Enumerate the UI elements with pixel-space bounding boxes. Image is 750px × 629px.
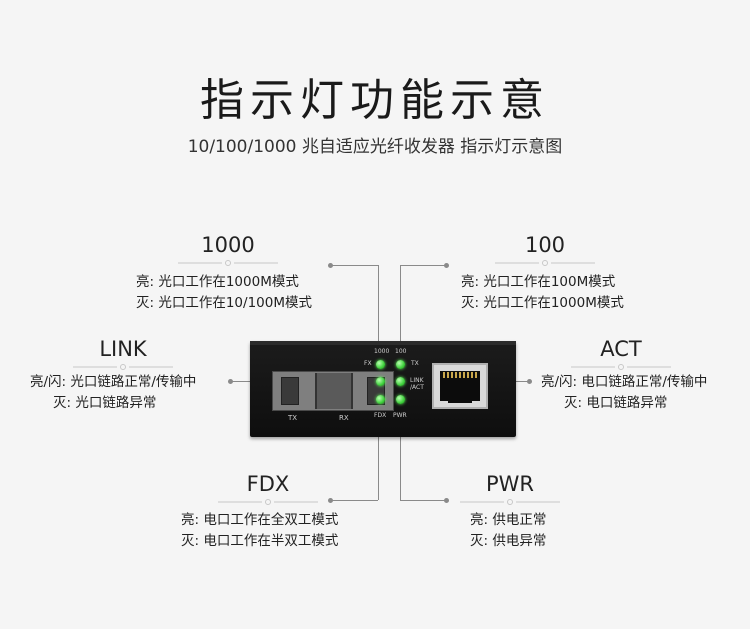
rj45-latch	[448, 393, 472, 403]
desc-1000-on: 亮: 光口工作在1000M模式	[136, 274, 299, 290]
label-act: ACT	[600, 337, 642, 361]
port-rx-label: RX	[339, 414, 349, 422]
fiber-port-core	[315, 373, 353, 409]
desc-100: 亮: 光口工作在100M模式 灭: 光口工作在1000M模式	[461, 272, 624, 314]
media-converter-device: TX RX 1000 100 FX TX LINK /ACT FDX PWR	[250, 341, 516, 437]
page-title: 指示灯功能示意	[200, 75, 550, 126]
led-label-tx: TX	[411, 360, 419, 367]
leader-1000-dot	[328, 263, 333, 268]
leader-pwr-dot	[444, 498, 449, 503]
leader-fdx-v	[378, 425, 379, 500]
leader-fdx-dot	[328, 498, 333, 503]
led-label-pwr: PWR	[393, 412, 407, 419]
label-fdx: FDX	[246, 472, 290, 496]
led-1000-light	[376, 360, 385, 369]
desc-pwr-off: 灭: 供电异常	[470, 533, 547, 549]
desc-link-on: 亮/闪: 光口链路正常/传输中	[30, 374, 197, 390]
device-top-edge	[250, 341, 516, 345]
desc-fdx-on: 亮: 电口工作在全双工模式	[181, 512, 339, 528]
led-pwr-light	[396, 395, 405, 404]
leader-act-dot	[527, 379, 532, 384]
leader-link-dot	[228, 379, 233, 384]
led-100-light	[396, 360, 405, 369]
desc-1000-off: 灭: 光口工作在10/100M模式	[136, 295, 312, 311]
label-underline-act	[571, 362, 671, 372]
desc-link-off: 灭: 光口链路异常	[53, 395, 157, 411]
led-act-light	[396, 377, 405, 386]
leader-1000-v	[378, 265, 379, 355]
desc-act: 亮/闪: 电口链路正常/传输中 灭: 电口链路异常	[541, 372, 707, 414]
label-pwr: PWR	[485, 472, 535, 496]
leader-100-v	[400, 265, 401, 355]
leader-fdx-h	[330, 500, 378, 501]
led-label-fx: FX	[364, 360, 372, 367]
desc-fdx: 亮: 电口工作在全双工模式 灭: 电口工作在半双工模式	[181, 510, 338, 552]
led-label-act: /ACT	[410, 384, 424, 391]
sc-fiber-port	[272, 371, 394, 411]
label-underline-100	[495, 258, 595, 268]
leader-pwr-v	[400, 425, 401, 500]
label-underline-pwr	[460, 497, 560, 507]
leader-100-h	[400, 265, 446, 266]
led-label-100: 100	[395, 348, 407, 355]
leader-1000-h	[330, 265, 378, 266]
led-link-light	[376, 377, 385, 386]
desc-fdx-off: 灭: 电口工作在半双工模式	[181, 533, 339, 549]
desc-100-off: 灭: 光口工作在1000M模式	[461, 295, 624, 311]
desc-pwr-on: 亮: 供电正常	[470, 512, 547, 528]
desc-act-off: 灭: 电口链路异常	[564, 395, 668, 411]
led-fdx-light	[376, 395, 385, 404]
label-1000: 1000	[201, 233, 255, 257]
desc-1000: 亮: 光口工作在1000M模式 灭: 光口工作在10/100M模式	[136, 272, 312, 314]
fiber-port-left	[281, 377, 299, 405]
desc-pwr: 亮: 供电正常 灭: 供电异常	[470, 510, 546, 552]
label-underline-link	[73, 362, 173, 372]
port-tx-label: TX	[288, 414, 298, 422]
desc-100-on: 亮: 光口工作在100M模式	[461, 274, 616, 290]
led-label-fdx: FDX	[374, 412, 387, 419]
page-subtitle: 10/100/1000 兆自适应光纤收发器 指示灯示意图	[187, 137, 563, 157]
rj45-port	[432, 363, 488, 409]
rj45-pins	[443, 372, 477, 378]
label-100: 100	[524, 233, 566, 257]
label-link: LINK	[99, 337, 147, 361]
label-underline-1000	[178, 258, 278, 268]
desc-act-on: 亮/闪: 电口链路正常/传输中	[541, 374, 708, 390]
leader-pwr-h	[400, 500, 446, 501]
led-label-1000: 1000	[374, 348, 390, 355]
desc-link: 亮/闪: 光口链路正常/传输中 灭: 光口链路异常	[30, 372, 196, 414]
label-underline-fdx	[218, 497, 318, 507]
led-label-link: LINK	[410, 377, 424, 384]
leader-100-dot	[444, 263, 449, 268]
